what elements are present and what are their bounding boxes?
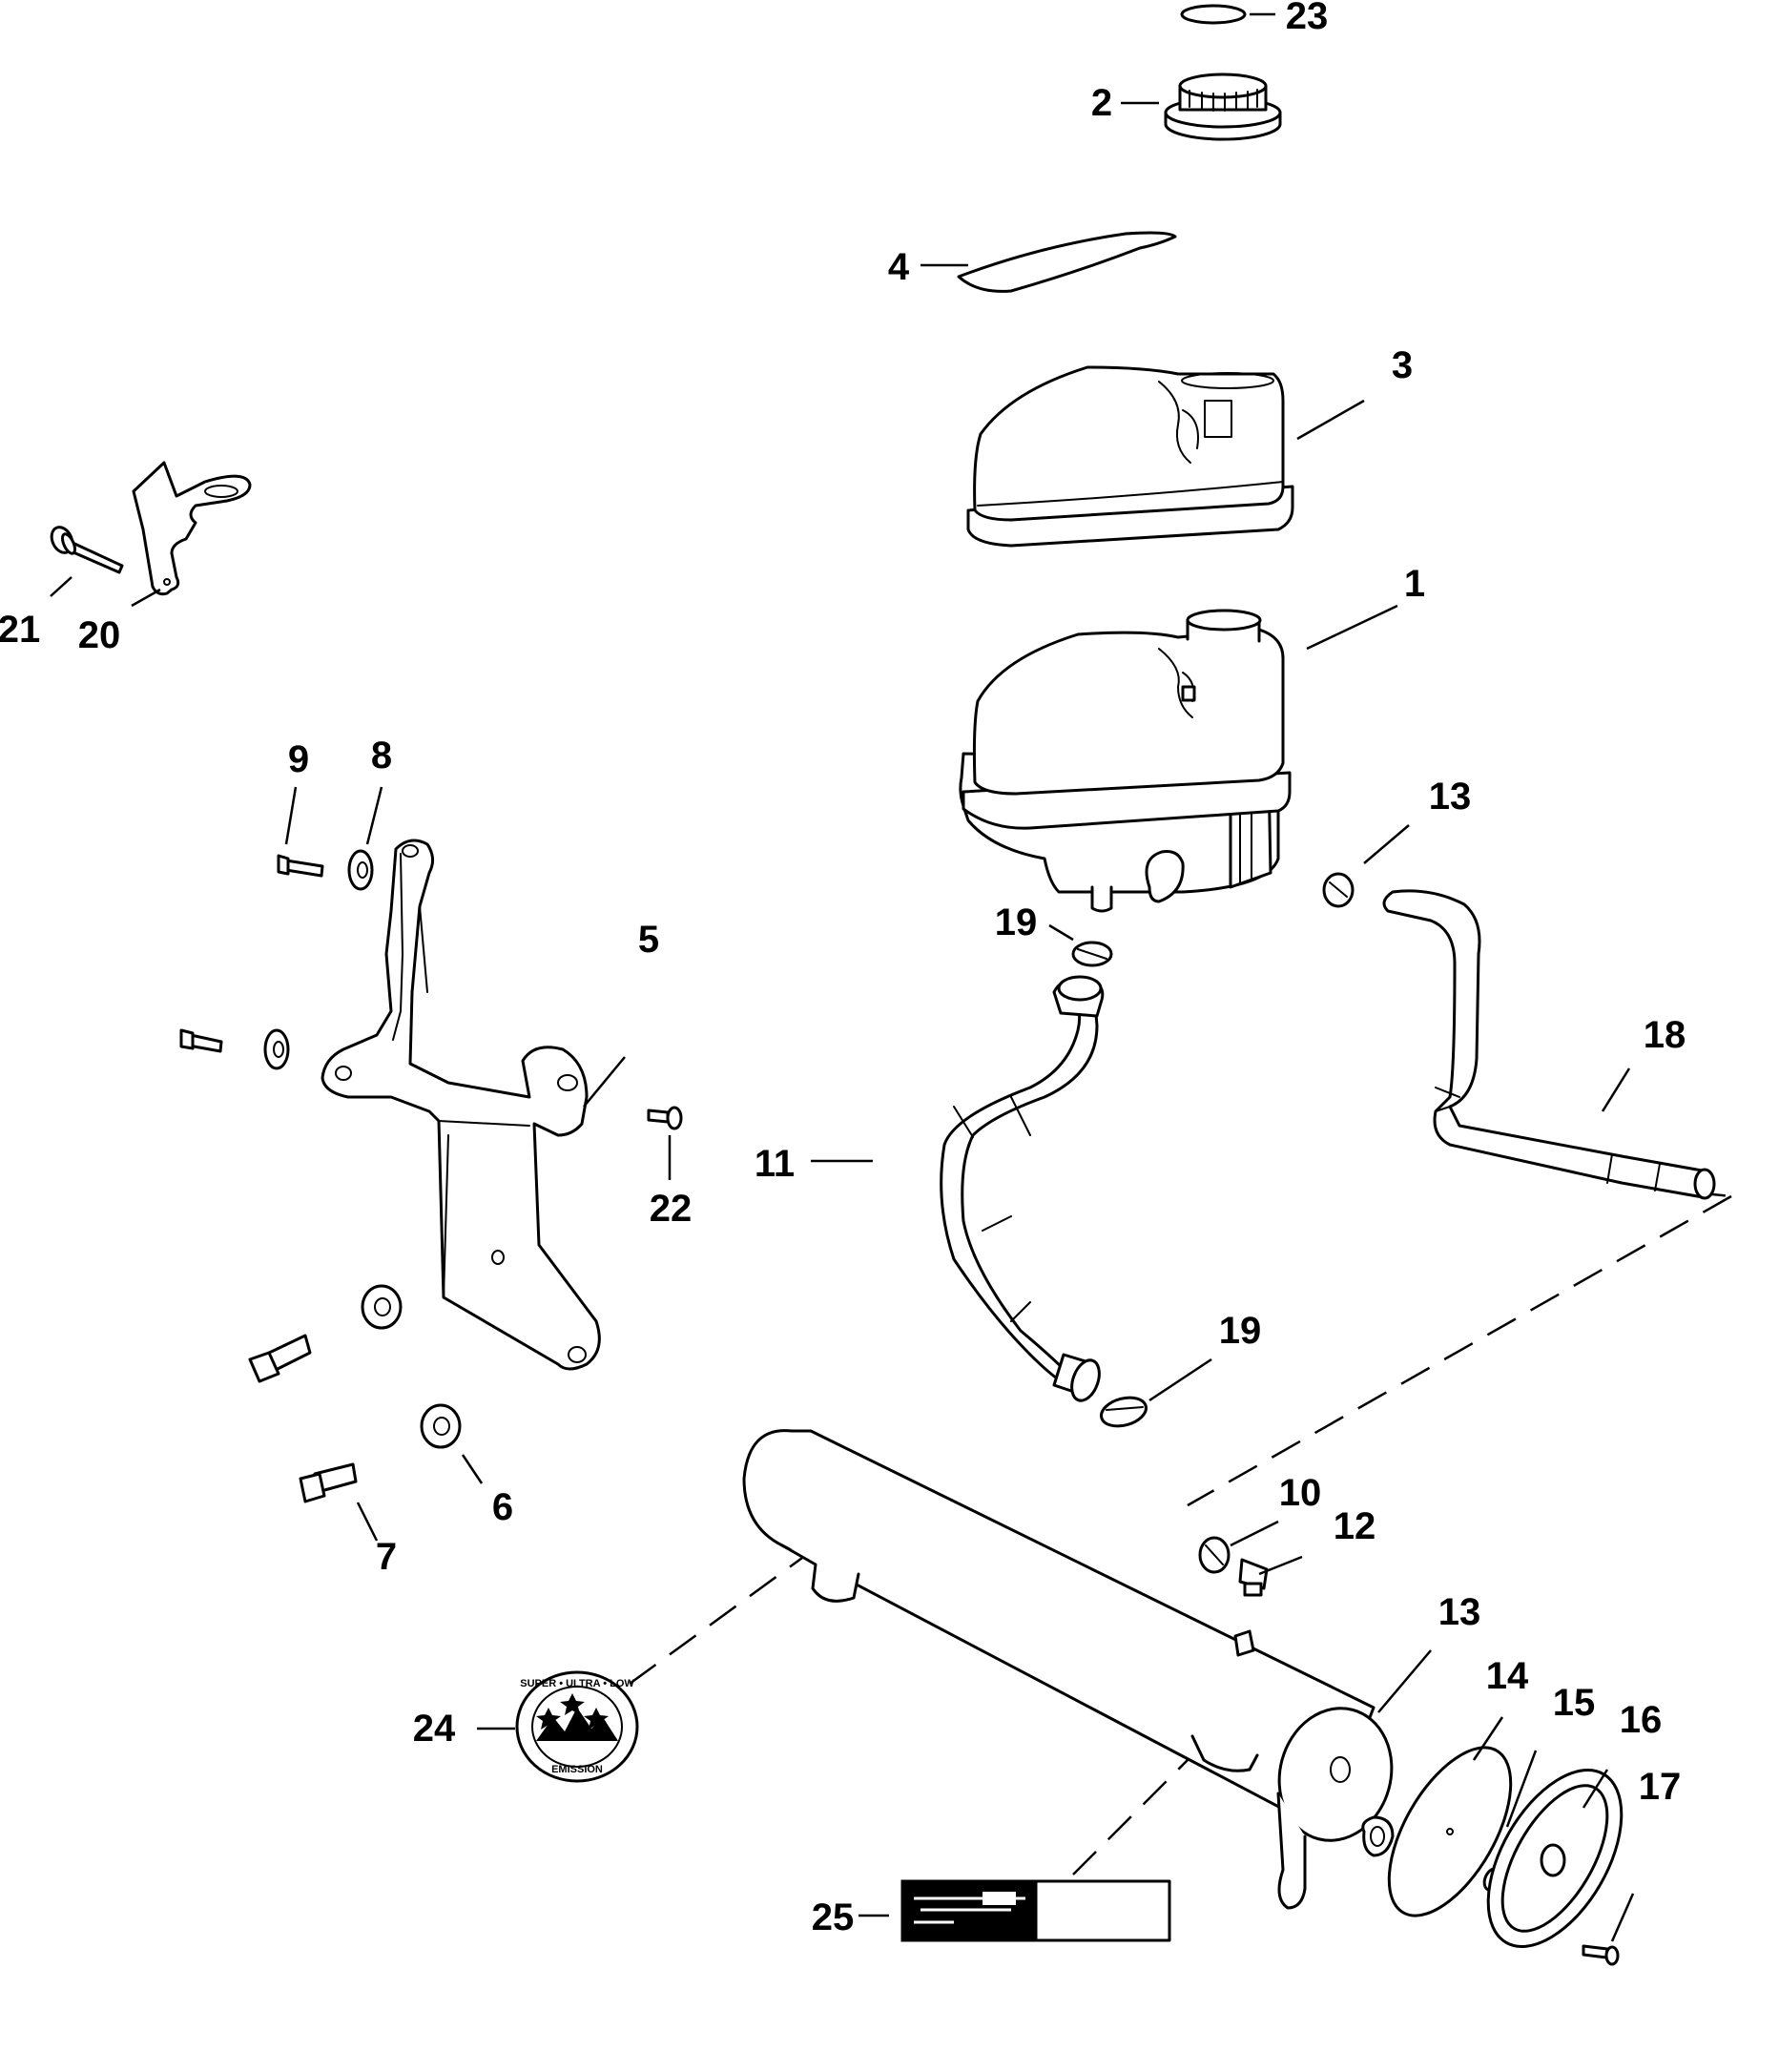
bolt-part-21 <box>50 526 124 574</box>
callout-14: 14 <box>1486 1655 1529 1697</box>
leader-lines <box>50 12 1635 1942</box>
callout-17: 17 <box>1639 1766 1682 1808</box>
callout-10: 10 <box>1279 1472 1322 1514</box>
hose-clamps-part-19 <box>1071 941 1148 1428</box>
callout-12: 12 <box>1334 1505 1376 1547</box>
bracket-part-20 <box>132 461 252 596</box>
callout-22: 22 <box>650 1188 693 1230</box>
callout-13-lower: 13 <box>1438 1591 1481 1633</box>
callout-19-lower: 19 <box>1219 1310 1262 1352</box>
cap-part-2 <box>1164 73 1282 141</box>
callout-5: 5 <box>638 919 659 961</box>
callout-13-upper: 13 <box>1429 776 1472 818</box>
hose-part-18 <box>1382 889 1716 1200</box>
callout-24: 24 <box>413 1708 456 1750</box>
callout-6: 6 <box>492 1486 513 1528</box>
callout-19-upper: 19 <box>995 901 1038 943</box>
callout-labels: 23 2 4 3 1 21 20 9 8 5 13 19 18 11 22 19… <box>0 0 1686 1938</box>
callout-25: 25 <box>812 1896 855 1938</box>
cover-part-3 <box>966 365 1294 548</box>
callout-23: 23 <box>1286 0 1329 37</box>
callout-11: 11 <box>755 1143 795 1185</box>
heat-exchanger-part-13 <box>742 1429 1395 1910</box>
callout-3: 3 <box>1392 344 1413 386</box>
emission-decal-part-24: SUPER • ULTRA • LOW EMISSION <box>515 1670 639 1783</box>
callout-7: 7 <box>376 1536 397 1578</box>
callout-9: 9 <box>288 738 309 780</box>
callout-16: 16 <box>1620 1699 1663 1741</box>
hose-clamp-part-13-upper <box>1322 872 1355 908</box>
o-ring-part-23 <box>1180 4 1247 25</box>
end-cap-assembly <box>1387 1746 1624 1966</box>
screws-washers-upper <box>179 849 374 1070</box>
callout-21: 21 <box>0 609 40 651</box>
callout-18: 18 <box>1644 1014 1686 1056</box>
callout-20: 20 <box>78 614 121 656</box>
callout-4: 4 <box>888 246 910 288</box>
emission-badge-top-text: SUPER • ULTRA • LOW <box>520 1678 634 1689</box>
clamp-fitting-parts-10-12 <box>1198 1536 1269 1597</box>
callout-2: 2 <box>1091 82 1112 124</box>
callout-15: 15 <box>1553 1682 1596 1724</box>
emission-badge-bottom-text: EMISSION <box>551 1764 603 1775</box>
callout-8: 8 <box>371 735 392 777</box>
coolant-reservoir-part-1 <box>959 609 1292 913</box>
hose-part-11 <box>940 975 1105 1402</box>
screw-part-22 <box>647 1106 683 1130</box>
label-decal-part-25 <box>900 1879 1171 1942</box>
decal-part-4 <box>957 231 1177 293</box>
washers-bolts-lower <box>248 1284 462 1503</box>
callout-1: 1 <box>1404 563 1425 605</box>
mounting-bracket-part-5 <box>321 839 601 1371</box>
